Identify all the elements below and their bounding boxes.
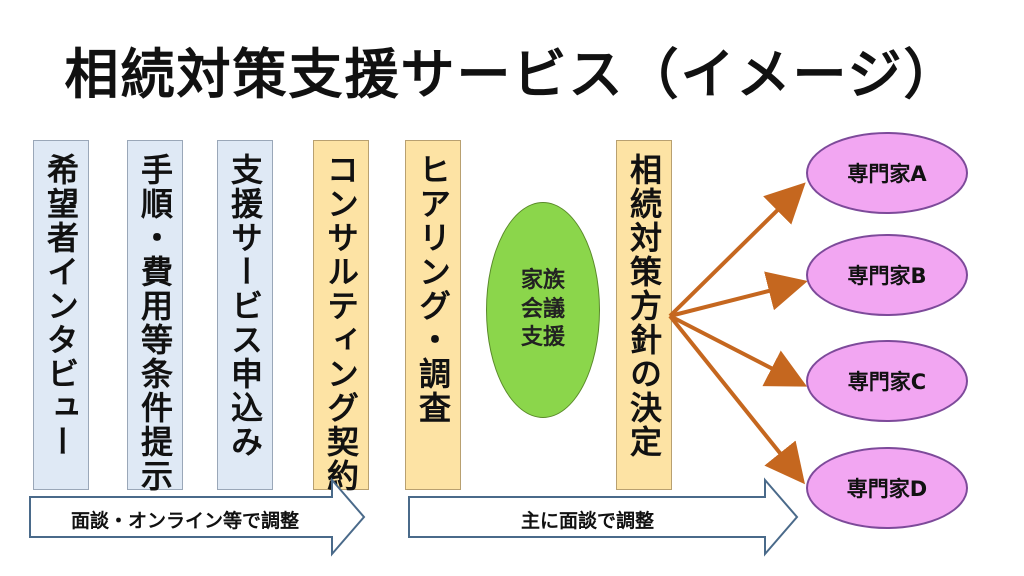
step-contract-label: コンサルティング契約 [322, 153, 360, 493]
step-contract: コンサルティング契約 [313, 140, 369, 493]
step-hearing-label: ヒアリング・調査 [414, 153, 452, 425]
step-policy-label: 相続対策方針の決定 [625, 153, 663, 459]
flow-label-second: 主に面談で調整 [520, 510, 654, 532]
flow-arrow-first [29, 477, 366, 557]
step-application: 支援サービス申込み [217, 140, 273, 490]
step-policy: 相続対策方針の決定 [616, 140, 672, 490]
expert-arrow-d [668, 314, 806, 485]
expert-arrow-c [669, 314, 808, 387]
step-interview-label: 希望者インタビュー [42, 153, 80, 459]
step-conditions: 手順・費用等条件提示 [127, 140, 183, 493]
step-conditions-label: 手順・費用等条件提示 [136, 153, 174, 493]
page-title: 相続対策支援サービス（イメージ） [64, 43, 960, 106]
expert-arrow-a [668, 182, 806, 318]
flow-arrow-second [408, 477, 799, 557]
expert-d: 専門家D [806, 447, 968, 529]
step-interview: 希望者インタビュー [33, 140, 89, 490]
expert-b: 専門家B [806, 234, 968, 316]
family-meeting-support-label: 家族会議支援 [520, 268, 565, 351]
expert-a: 専門家A [806, 132, 968, 214]
flow-label-first: 面談・オンライン等で調整 [70, 510, 299, 532]
family-meeting-support: 家族会議支援 [486, 202, 600, 418]
expert-c: 専門家C [806, 340, 968, 422]
step-application-label: 支援サービス申込み [226, 153, 264, 459]
step-hearing: ヒアリング・調査 [405, 140, 461, 490]
expert-arrow-b [669, 271, 808, 318]
